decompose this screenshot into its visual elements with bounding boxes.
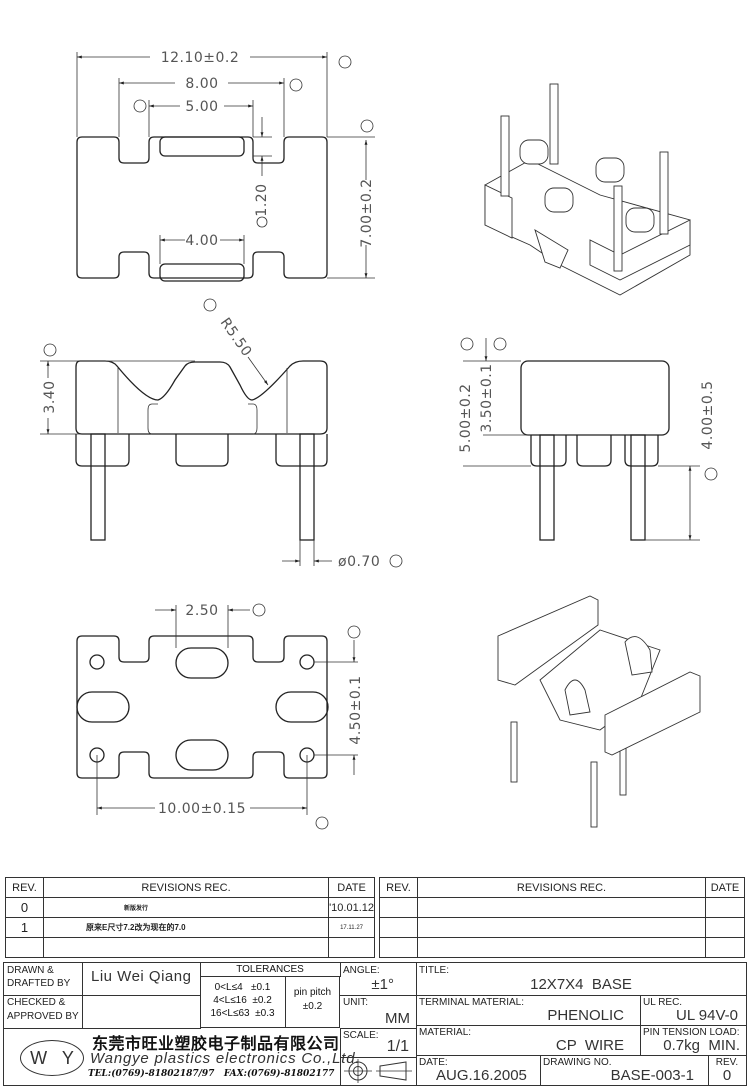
dim-body-height: 3.50±0.1 (479, 363, 495, 432)
dim-slot-depth: 1.20 (254, 183, 270, 216)
dim-inner-width: 5.00 (185, 99, 218, 115)
dim-radius: R5.50 (217, 315, 255, 360)
drawing-no-value: BASE-003-1 (610, 1067, 694, 1084)
terminal-material-label: TERMINAL MATERIAL: (419, 997, 525, 1008)
tolerance-row: 0<L≤4 ±0.1 (214, 982, 271, 993)
front-view: 3.40 R5.50 ø0.70 (40, 298, 403, 570)
dim-overall-width: 12.10±0.2 (161, 50, 240, 66)
dim-pin-row-spacing: 4.50±0.1 (348, 675, 364, 744)
dim-slot-pitch: 8.00 (185, 76, 218, 92)
technical-drawing: 12.10±0.2 8.00 5.00 4.00 1.20 7.00±0.2 (40, 50, 718, 830)
tolerances-label: TOLERANCES (200, 963, 341, 977)
terminal-material-value: PHENOLIC (547, 1007, 624, 1024)
date-header: DATE (705, 877, 745, 898)
tolerance-row: 16<L≤63 ±0.3 (210, 1008, 275, 1019)
dim-pin-diameter: ø0.70 (338, 554, 380, 570)
isometric-view-bottom (497, 595, 701, 828)
top-slot-lower (159, 263, 245, 282)
drawn-label: DRAWN & DRAFTED BY (7, 965, 71, 989)
side-view: 5.00±0.2 3.50±0.1 4.00±0.5 (458, 337, 718, 541)
marker-circles-top (133, 55, 374, 228)
dim-hole-spacing: 2.50 (185, 603, 218, 619)
revisions-header: REVISIONS REC. (417, 877, 706, 898)
unit-label: UNIT: (343, 997, 368, 1008)
date-value: AUG.16.2005 (436, 1067, 527, 1084)
revisions-table-left: REV. REVISIONS REC. DATE 0 新版发行 '10.01.1… (5, 877, 375, 958)
pin-tension-label: PIN TENSION LOAD: (643, 1027, 740, 1038)
dim-front-height: 3.40 (42, 380, 58, 413)
top-view: 12.10±0.2 8.00 5.00 4.00 1.20 7.00±0.2 (76, 50, 375, 282)
pin-pitch-label: pin pitch (293, 987, 332, 998)
revisions-table-right: REV. REVISIONS REC. DATE (379, 877, 745, 958)
title-block: DRAWN & DRAFTED BY Liu Wei Qiang CHECKED… (3, 962, 747, 1086)
title-value: 12X7X4 BASE (530, 976, 632, 993)
scale-label: SCALE: (343, 1030, 379, 1041)
drawing-no-label: DRAWING NO. (543, 1057, 612, 1068)
pin-tension-value: 0.7kg MIN. (663, 1037, 740, 1054)
date-header: DATE (328, 877, 375, 898)
revisions-header: REVISIONS REC. (42, 877, 330, 898)
revision-row: 1 原来E尺寸7.2改为现在的7.0 17.11.27 (5, 917, 375, 938)
rev-header: REV. (379, 877, 418, 898)
dim-overall-depth: 7.00±0.2 (359, 178, 375, 247)
angle-label: ANGLE: (343, 965, 380, 976)
scale-value: 1/1 (386, 1038, 409, 1055)
material-value: CP WIRE (555, 1037, 624, 1054)
tolerance-row: 4<L≤16 ±0.2 (213, 995, 272, 1006)
pin-pitch-value: ±0.2 (302, 1001, 323, 1012)
isometric-view-top (484, 83, 691, 296)
drawn-by-value: Liu Wei Qiang (91, 968, 192, 985)
dim-bottom-slot: 4.00 (185, 233, 218, 249)
bottom-view: 2.50 4.50±0.1 10.00±0.15 (76, 603, 364, 830)
rev-header: REV. (5, 877, 44, 898)
company-contact: TEL:(0769)-81802187/97 FAX:(0769)-818021… (88, 1069, 335, 1079)
ul-rec-value: UL 94V-0 (676, 1007, 738, 1024)
company-logo: W Y (20, 1040, 84, 1076)
dim-total-height: 5.00±0.2 (458, 383, 474, 452)
revision-row: 0 新版发行 '10.01.12 (5, 897, 375, 918)
rev-label: REV. (715, 1057, 739, 1068)
rev-value: 0 (722, 1067, 732, 1084)
checked-label: CHECKED & APPROVED BY (7, 997, 79, 1022)
dim-pin-length: 4.00±0.5 (700, 380, 716, 449)
company-name-cn: 东莞市旺业塑胶电子制品有限公司 (92, 1036, 340, 1053)
dim-pin-span: 10.00±0.15 (158, 801, 246, 817)
ul-rec-label: UL REC. (643, 997, 683, 1008)
title-label: TITLE: (419, 965, 450, 976)
angle-value: ±1° (371, 976, 394, 993)
top-slot-upper (159, 136, 245, 157)
top-view-outline (76, 136, 328, 279)
projection-symbol-icon (344, 1059, 412, 1083)
date-label: DATE: (419, 1057, 448, 1068)
company-name-en: Wangye plastics electronics Co.,Ltd. (90, 1050, 361, 1067)
unit-value: MM (385, 1010, 410, 1027)
revision-row (5, 937, 375, 958)
material-label: MATERIAL: (419, 1027, 472, 1038)
